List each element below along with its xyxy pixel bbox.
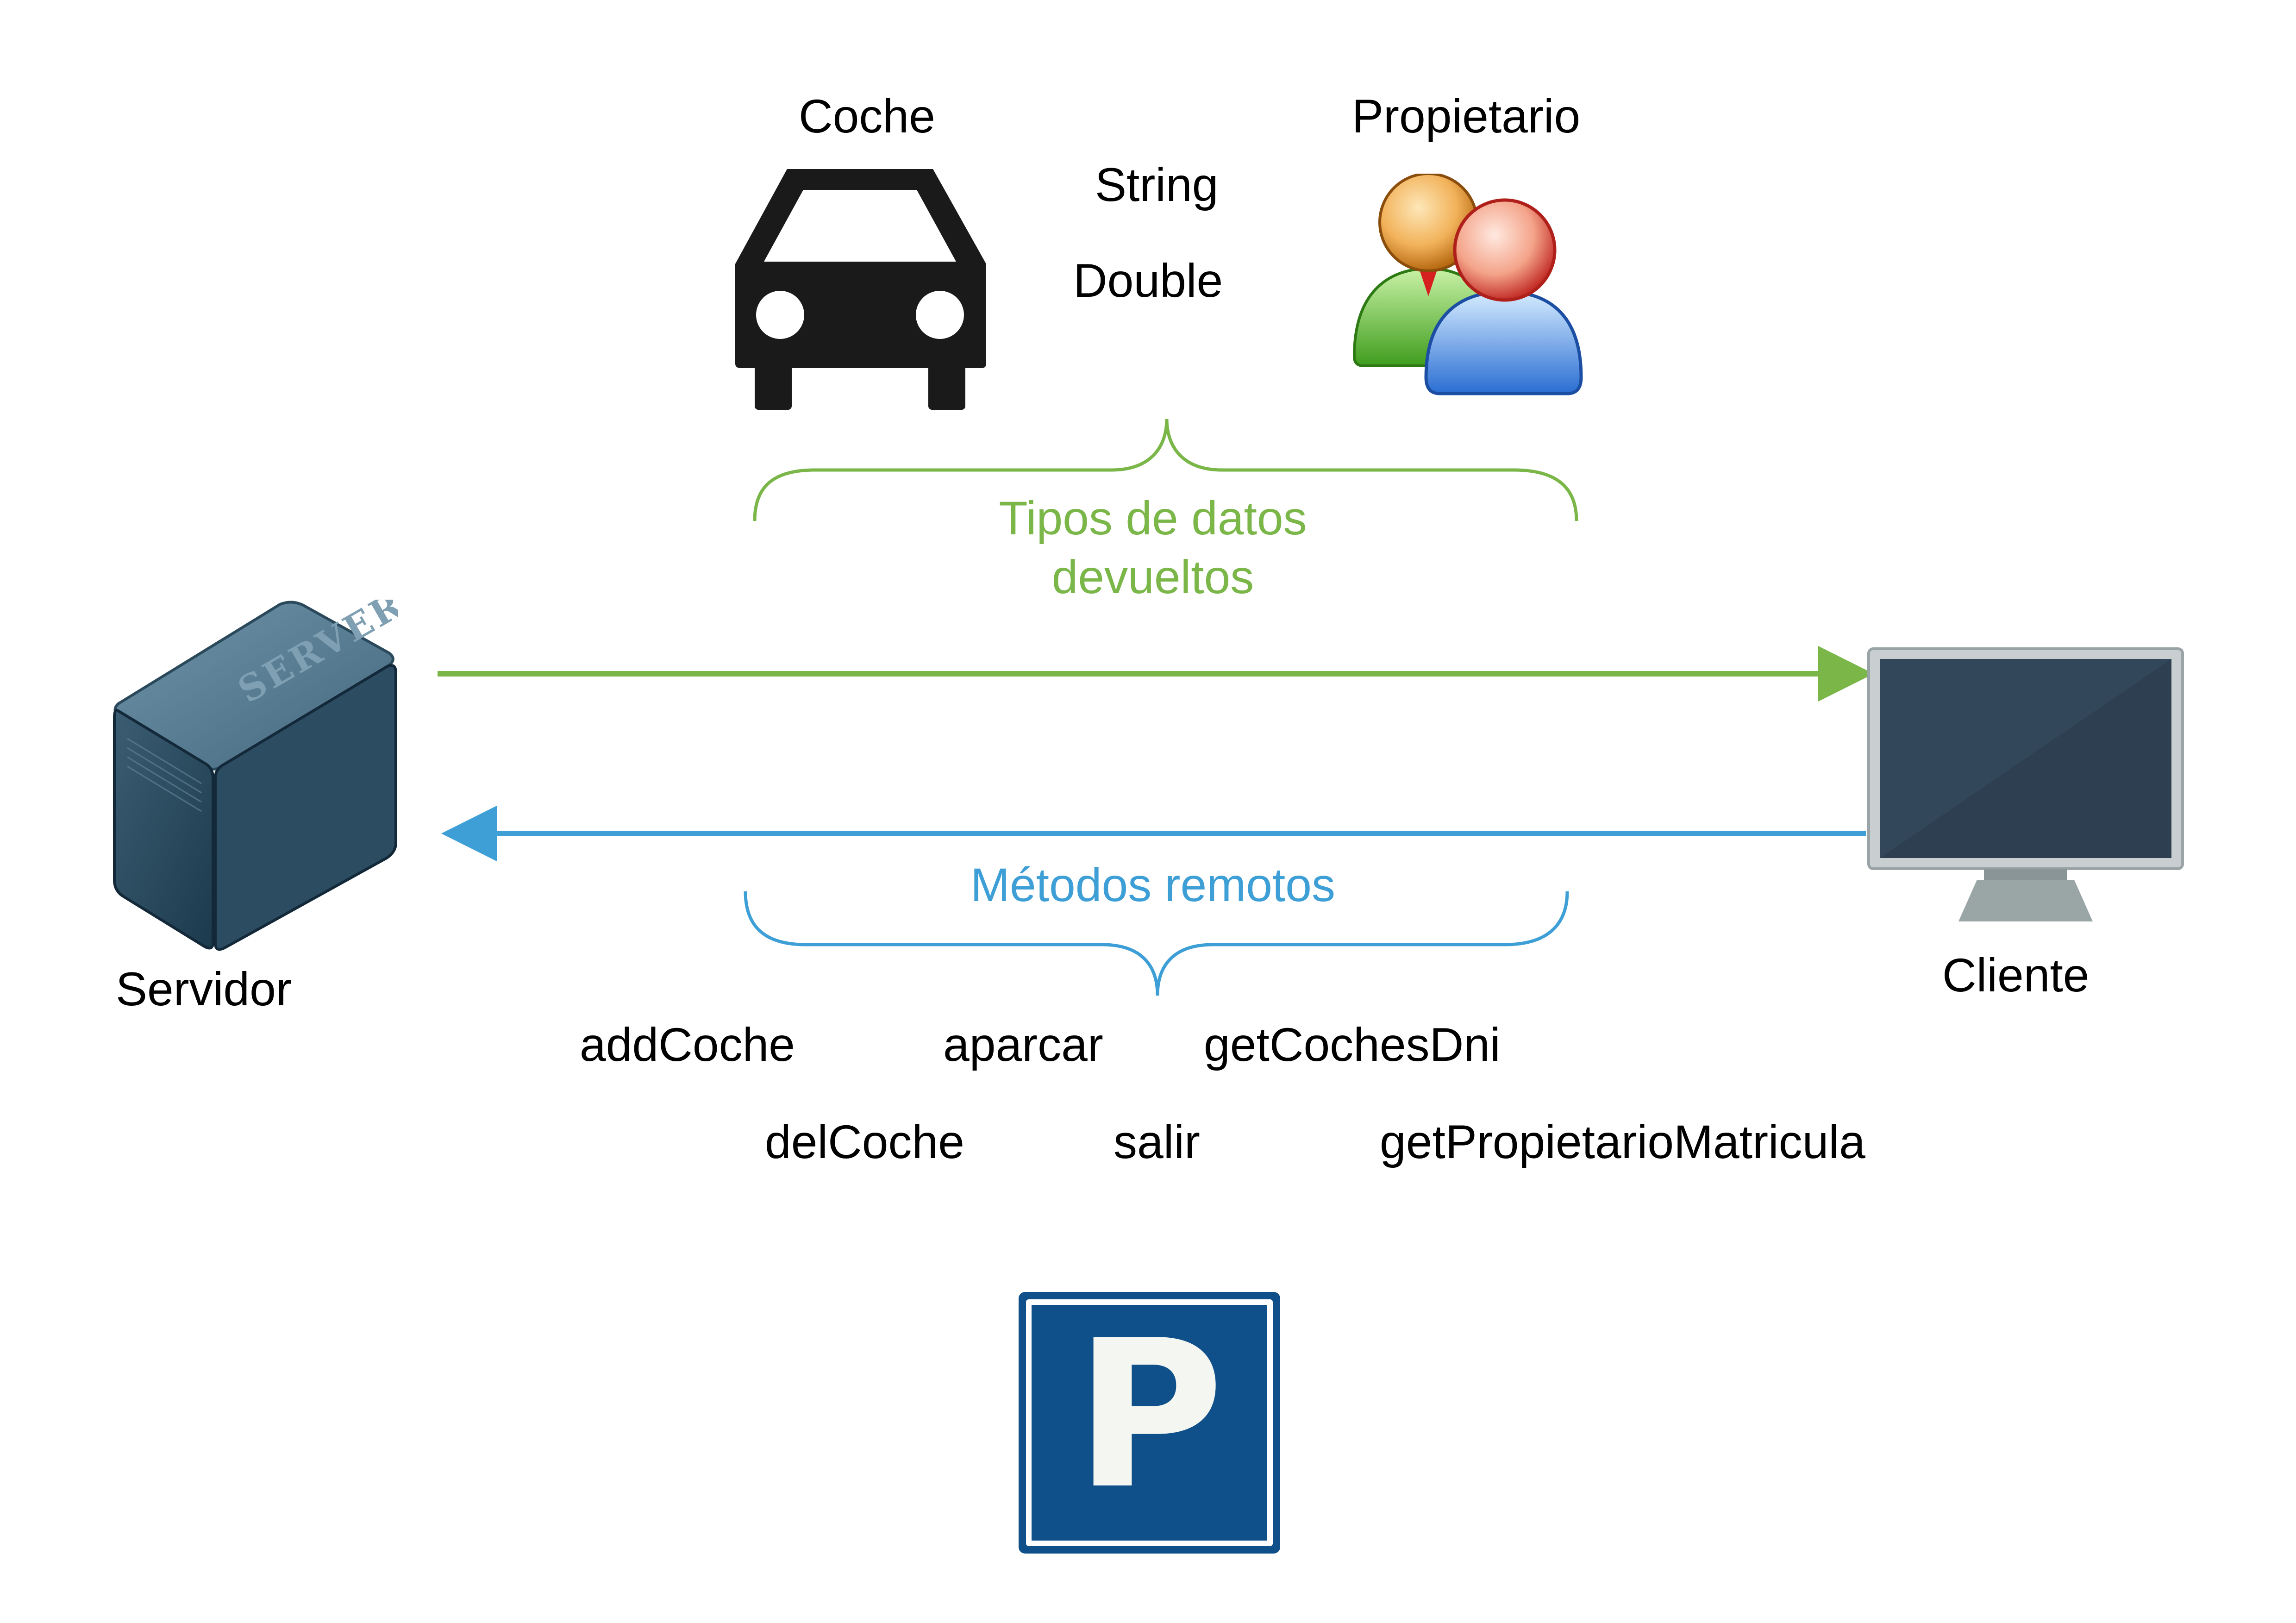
return-types-caption-line2: devueltos [1051, 551, 1254, 603]
methods-brace [744, 891, 1569, 996]
return-types-brace [753, 419, 1578, 521]
coche-label: Coche [799, 90, 935, 143]
propietario-label: Propietario [1352, 90, 1581, 143]
double-type-label: Double [1073, 254, 1223, 307]
method-getcochesdni: getCochesDni [1204, 1018, 1501, 1071]
car-icon [735, 169, 986, 410]
method-addcoche: addCoche [580, 1018, 795, 1071]
server-label: Servidor [116, 963, 292, 1015]
method-salir: salir [1114, 1115, 1201, 1168]
server-icon: SERVER [113, 600, 398, 951]
parking-letter: P [1075, 1297, 1224, 1534]
client-label: Cliente [1942, 949, 2090, 1002]
parking-sign: P [1019, 1292, 1280, 1554]
string-type-label: String [1095, 158, 1219, 211]
parking-sign-inner: P [1026, 1299, 1273, 1546]
method-aparcar: aparcar [943, 1018, 1103, 1071]
monitor-icon [1867, 647, 2184, 921]
method-delcoche: delCoche [765, 1115, 964, 1168]
owners-icon [1352, 174, 1583, 395]
return-types-caption-line1: Tipos de datos [999, 492, 1307, 545]
methods-caption: Métodos remotos [970, 858, 1335, 911]
method-getpropietariomatricula: getPropietarioMatricula [1380, 1115, 1865, 1168]
